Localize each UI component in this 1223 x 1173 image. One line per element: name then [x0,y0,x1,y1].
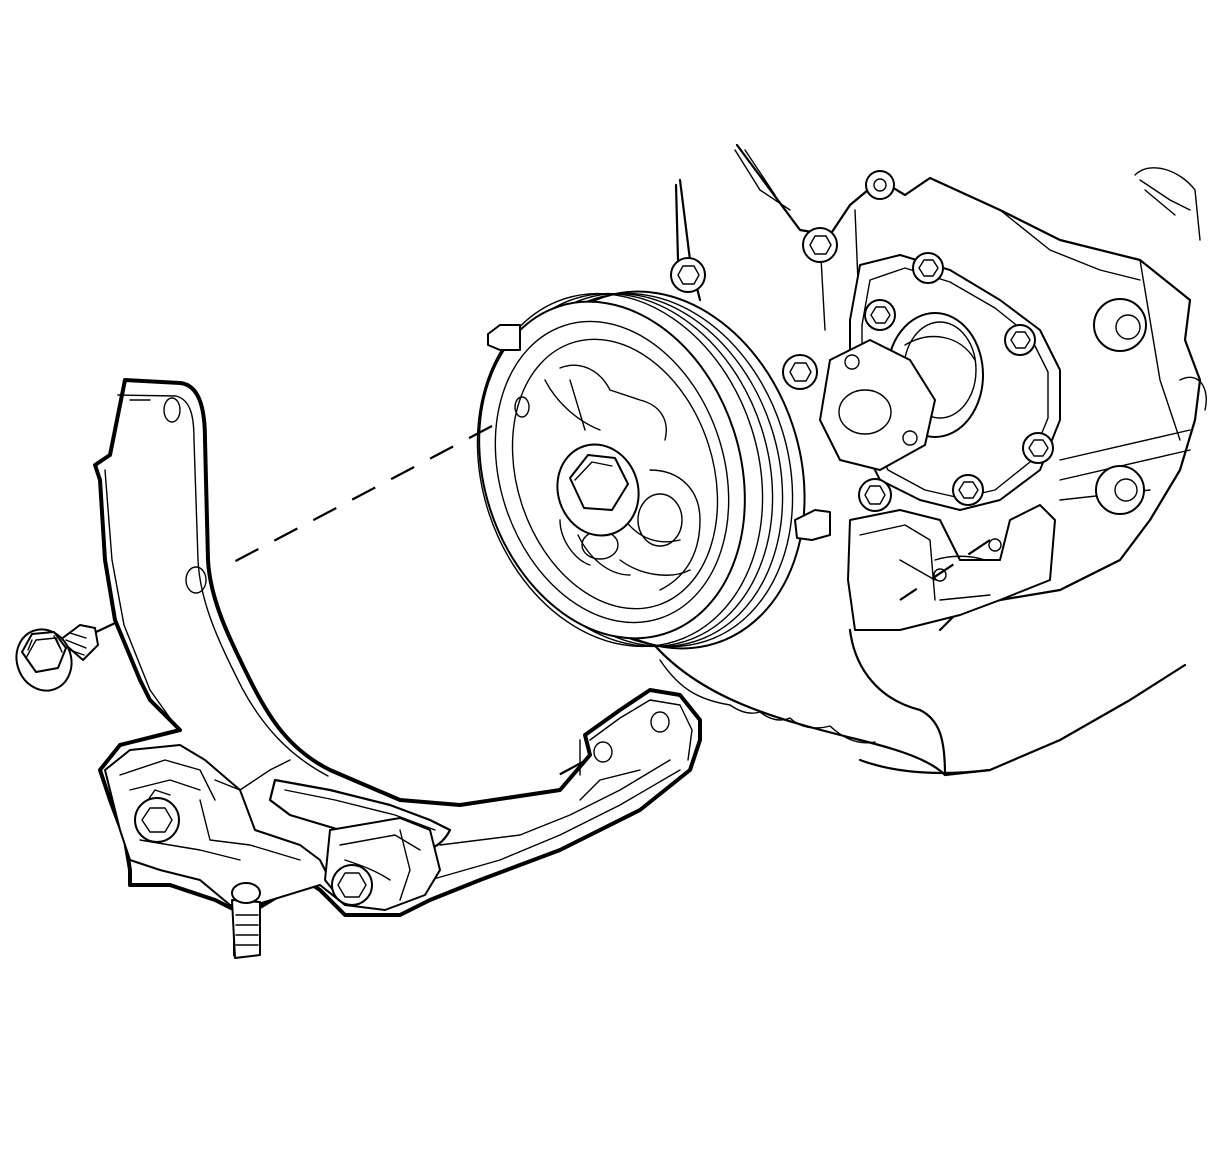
bracket-nut [134,789,180,843]
block-bolt [864,299,896,331]
block-bolt [952,474,984,506]
block-bolt [670,257,706,293]
bracket-nut [331,864,373,906]
bolt-icon [15,624,99,692]
block-bolt [1004,324,1036,356]
engine-block [648,143,1207,777]
block-bolt [912,252,944,284]
block-bolt [782,354,818,390]
block-bolt [858,478,892,512]
block-bolt [1022,432,1054,464]
crankshaft-pulley [476,290,831,650]
engine-mount-bracket [93,378,702,959]
block-bolt [802,227,838,263]
